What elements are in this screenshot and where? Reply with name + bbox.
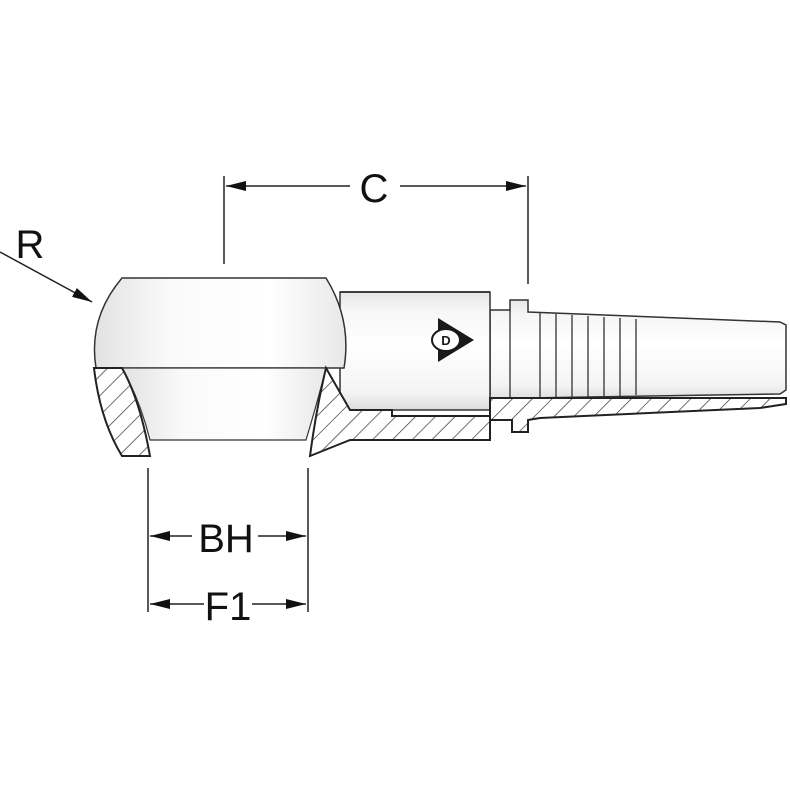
dunlop-d-logo: D [431,318,474,362]
dimension-bh: BH [147,468,309,612]
logo-letter: D [441,333,450,348]
dimension-f1-label: F1 [205,585,252,629]
dimension-f1: F1 [150,585,306,629]
dimension-r-label: R [16,223,45,267]
dimension-bh-label: BH [198,517,254,561]
dimension-c-label: C [360,167,389,211]
dimension-c: C [223,167,529,284]
banjo-eye [93,277,347,441]
section-hatching [92,365,787,458]
hose-tail [489,299,787,401]
fitting-body [339,291,491,411]
dimension-r: R [0,223,93,303]
